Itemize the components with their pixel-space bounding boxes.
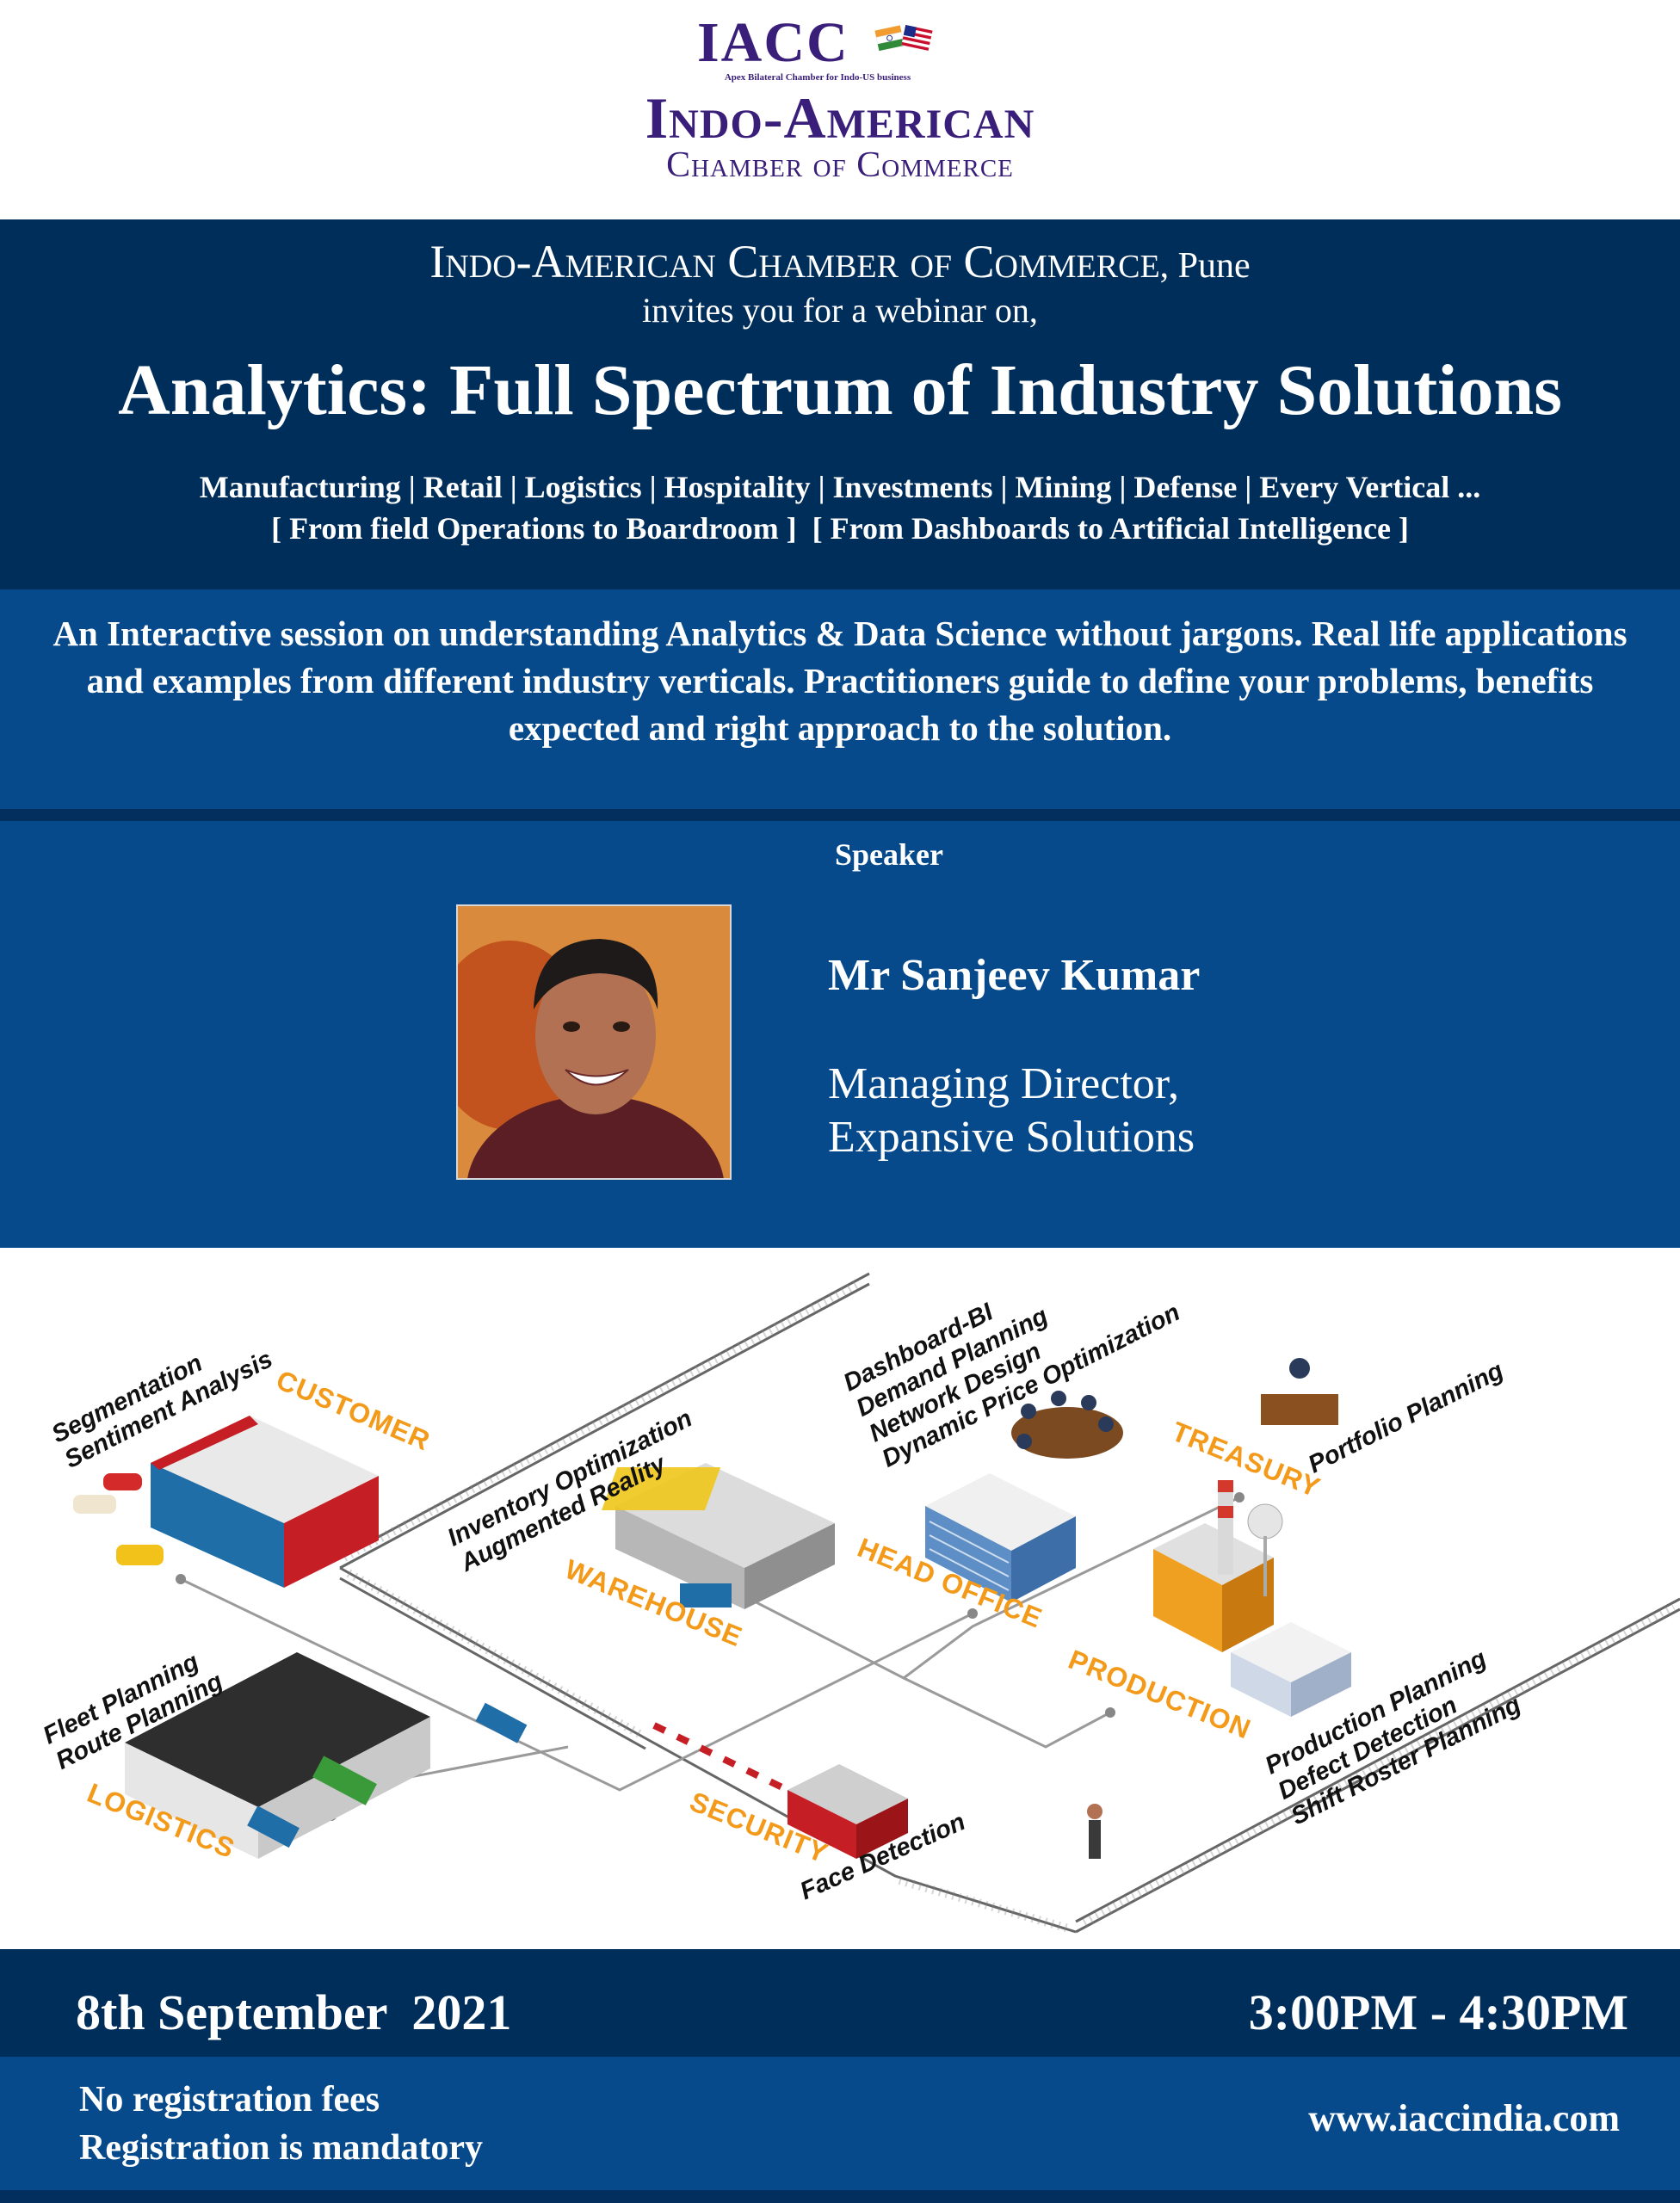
isometric-city-graphic [73, 1272, 1680, 1934]
divider [0, 809, 1680, 821]
speaker-name: Mr Sanjeev Kumar [828, 951, 1201, 1000]
speaker-title: Managing Director, [828, 1059, 1180, 1108]
event-time: 3:00PM - 4:30PM [1248, 1984, 1628, 2040]
session-description: An Interactive session on understanding … [52, 614, 1628, 748]
speaker-label: Speaker [835, 837, 943, 872]
invite-org-name: Indo-American Chamber of Commerce [429, 236, 1160, 287]
logo-acronym: IACC [697, 11, 849, 74]
india-us-flags-icon [874, 24, 933, 52]
description-band: An Interactive session on understanding … [0, 589, 1680, 809]
invite-org: Indo-American Chamber of Commerce, Pune [0, 235, 1680, 288]
speaker-role: Managing Director, Expansive Solutions [828, 1058, 1195, 1164]
website-link[interactable]: www.iaccindia.com [1308, 2097, 1620, 2139]
schedule-band: 8th September 2021 3:00PM - 4:30PM [0, 1949, 1680, 2057]
webinar-title: Analytics: Full Spectrum of Industry Sol… [118, 350, 1562, 430]
registration-fee-note: No registration fees [79, 2080, 380, 2120]
event-date: 8th September 2021 [76, 1984, 512, 2040]
registration-required-note: Registration is mandatory [79, 2128, 483, 2168]
invite-city: , Pune [1159, 246, 1251, 286]
title-band: Indo-American Chamber of Commerce, Pune … [0, 219, 1680, 589]
logo-name-line1: Indo-American [645, 85, 1035, 151]
footer-strip [0, 2190, 1680, 2203]
scope-line: [ From field Operations to Boardroom ] [… [271, 511, 1409, 546]
speaker-portrait-icon [458, 906, 730, 1178]
logo-name-line2: Chamber of Commerce [666, 145, 1014, 185]
speaker-band: Speaker Mr Sanjeev Kumar Managing Direct… [0, 821, 1680, 1248]
logo-header: IACC Apex Bilateral Chamber for Indo-US … [0, 0, 1680, 219]
industry-illustration: Segmentation Sentiment Analysis CUSTOMER… [0, 1248, 1680, 1949]
logo-tagline: Apex Bilateral Chamber for Indo-US busin… [724, 72, 911, 83]
speaker-photo [456, 904, 732, 1180]
invite-line: invites you for a webinar on, [642, 291, 1038, 330]
speaker-company: Expansive Solutions [828, 1113, 1195, 1162]
sector-list: Manufacturing | Retail | Logistics | Hos… [199, 470, 1481, 504]
registration-band: No registration fees Registration is man… [0, 2057, 1680, 2190]
